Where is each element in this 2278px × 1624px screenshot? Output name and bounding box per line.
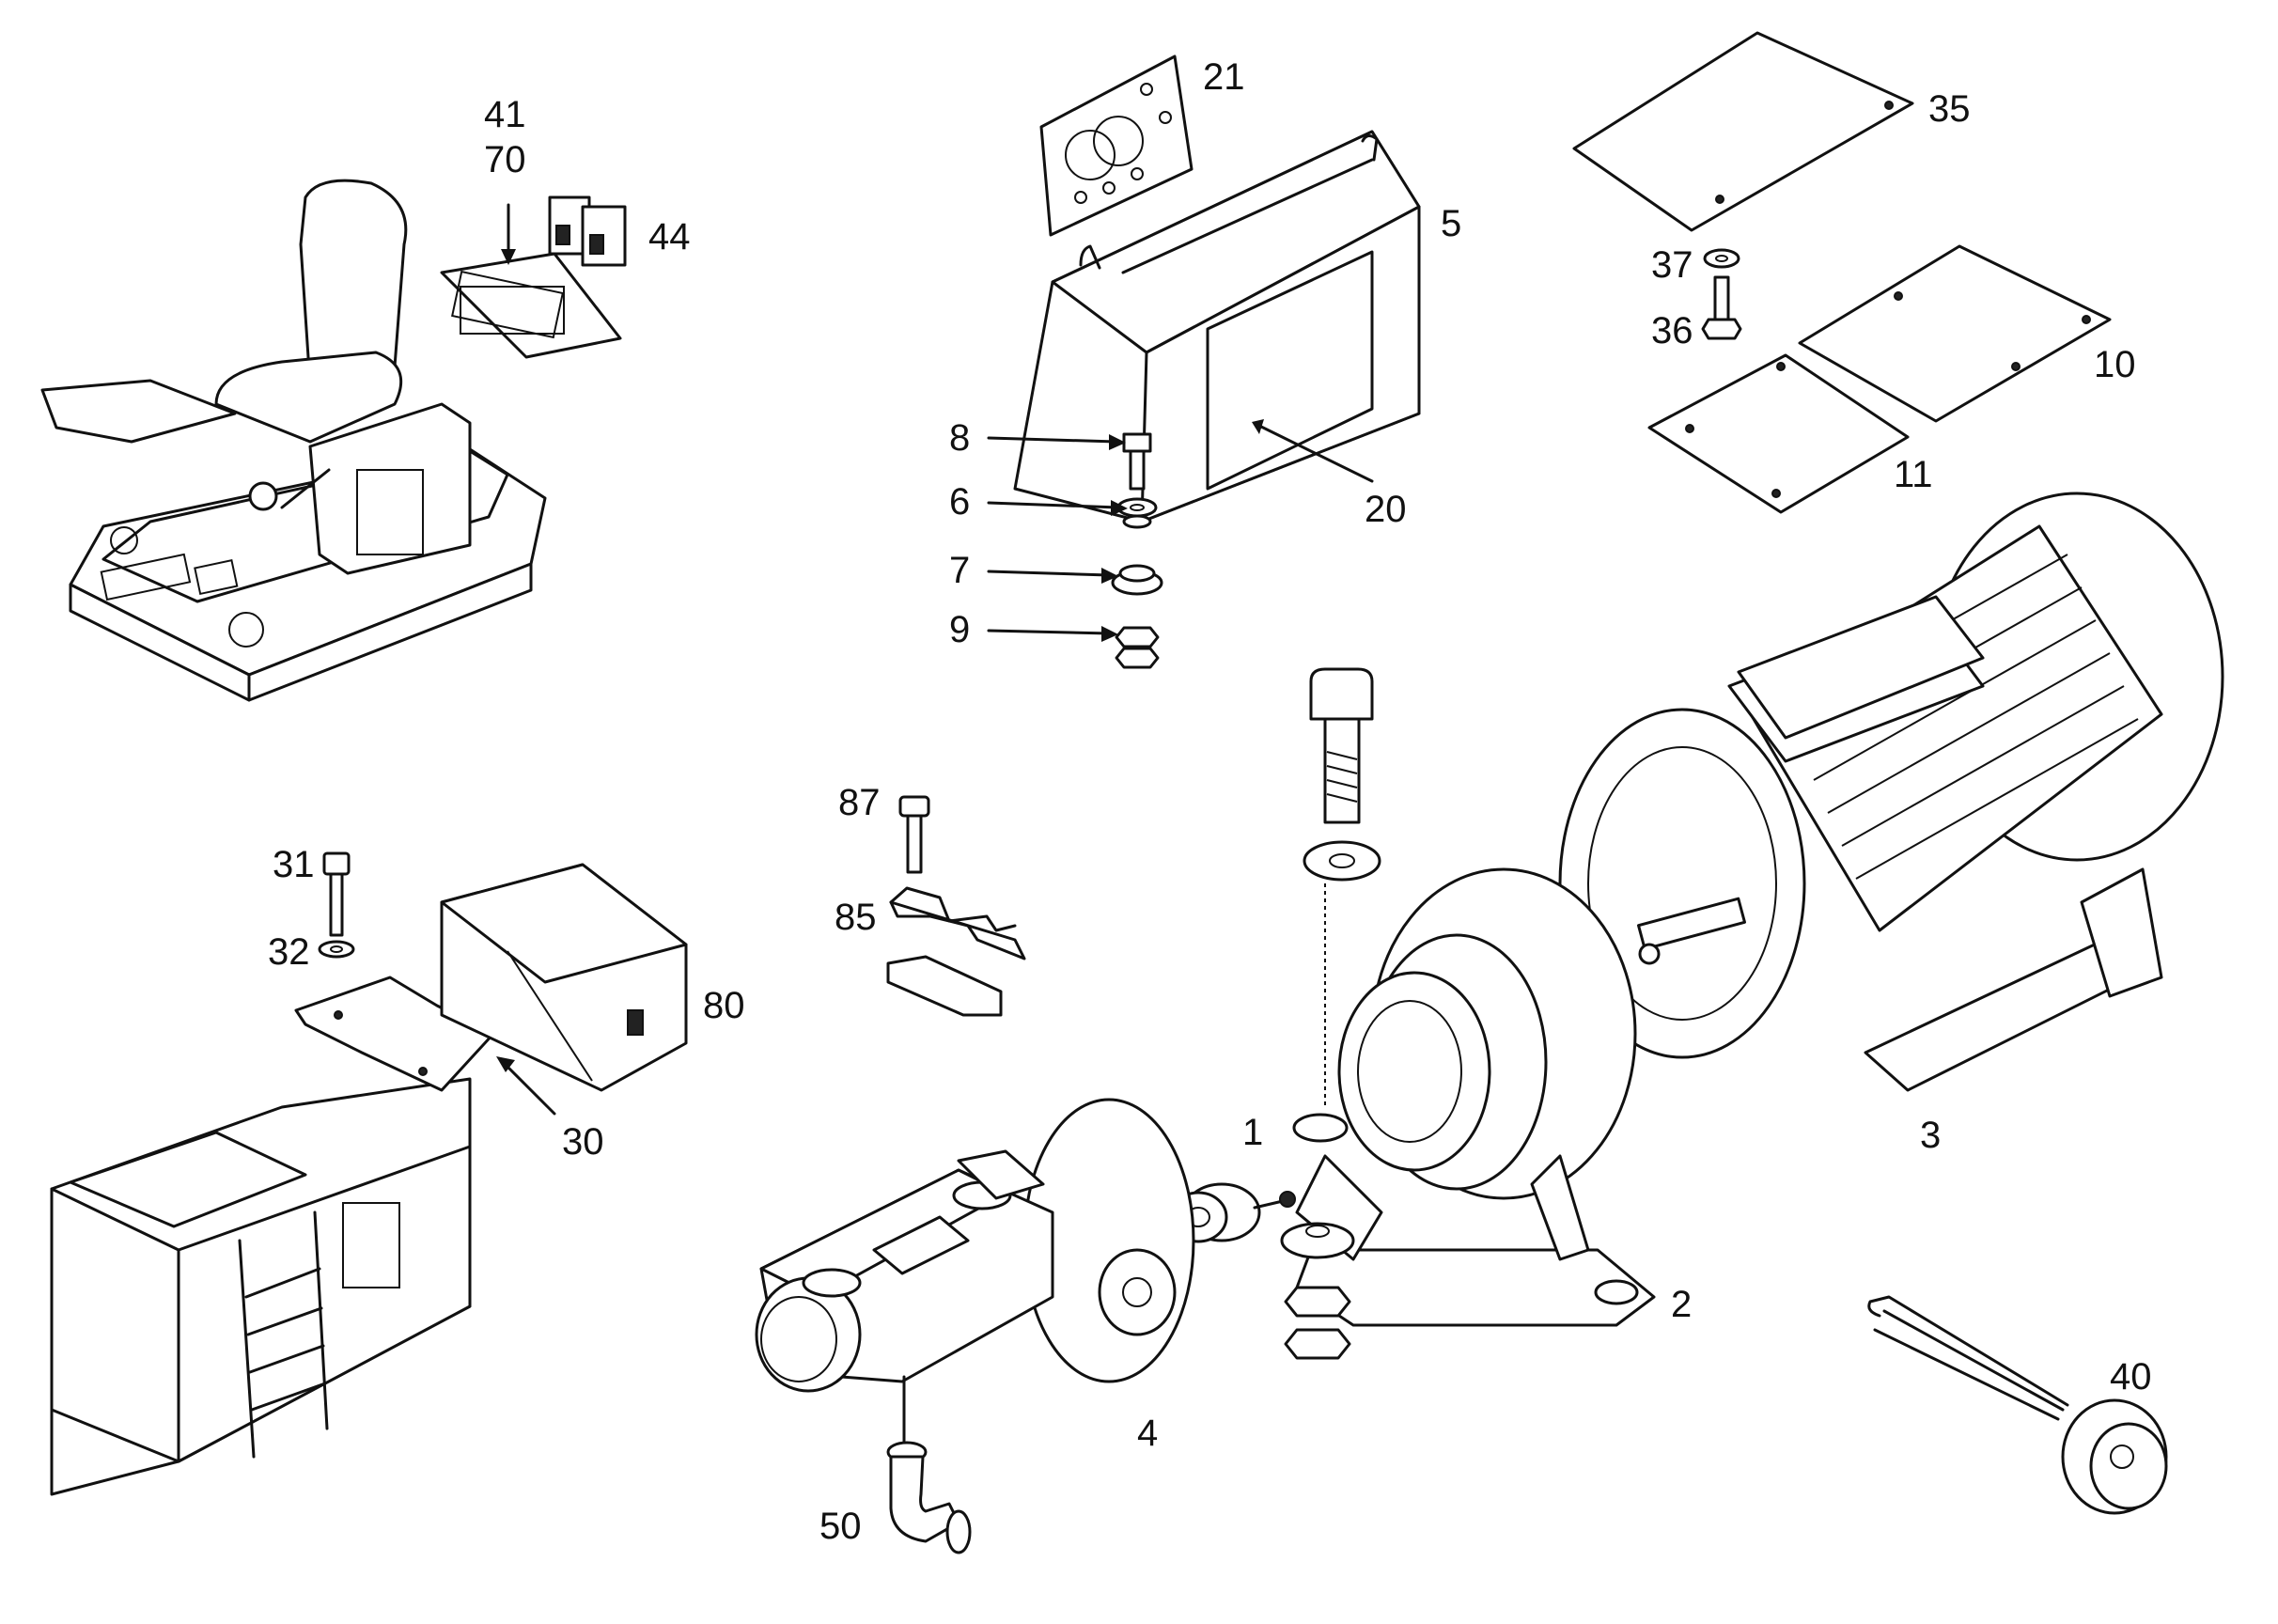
callout-7: 7 xyxy=(949,550,971,591)
leader-41-70-arrowhead xyxy=(501,249,516,265)
callout-2: 2 xyxy=(1671,1284,1693,1325)
operator-console-assembly xyxy=(40,179,622,702)
elbow-fitting-50 xyxy=(886,1441,972,1554)
tank-frame-assembly xyxy=(50,976,495,1496)
callout-9: 9 xyxy=(949,609,971,650)
electric-motor-3 xyxy=(1558,492,2224,1092)
bracket-85-bolt-87 xyxy=(886,795,1026,1017)
bolt-36-washer-37 xyxy=(1701,248,1742,340)
callout-44: 44 xyxy=(648,216,691,258)
leaders-6-7-8-9 xyxy=(987,419,1374,642)
callout-1: 1 xyxy=(1242,1112,1264,1153)
motor-cover-5 xyxy=(1013,130,1421,523)
leader-30 xyxy=(501,1060,556,1116)
bell-housing-2 xyxy=(1295,867,1656,1327)
coupling-1 xyxy=(1168,1182,1296,1243)
bolt-31-washer-32 xyxy=(318,851,355,959)
callout-87: 87 xyxy=(838,782,881,823)
callout-80: 80 xyxy=(703,985,745,1026)
callout-50: 50 xyxy=(819,1506,862,1547)
callout-11: 11 xyxy=(1894,454,1933,495)
callout-10: 10 xyxy=(2094,344,2136,385)
callout-30: 30 xyxy=(562,1121,604,1163)
gasket-plate-21 xyxy=(1039,55,1194,237)
callout-8: 8 xyxy=(949,417,971,459)
callout-31: 31 xyxy=(273,844,315,885)
callout-4: 4 xyxy=(1137,1413,1159,1454)
cover-plate-11 xyxy=(1647,353,1910,514)
pedestal-bolt-stack xyxy=(1280,667,1381,1360)
heater-element-40 xyxy=(1867,1295,2168,1515)
fastener-stack-6-7-8-9 xyxy=(1111,432,1163,669)
electrical-cabinet-80 xyxy=(440,863,688,1092)
callout-6: 6 xyxy=(949,481,971,523)
callout-32: 32 xyxy=(268,931,310,973)
cover-plate-10 xyxy=(1798,244,2112,423)
cover-plate-35 xyxy=(1572,31,1914,232)
callout-37: 37 xyxy=(1651,244,1693,286)
callout-70: 70 xyxy=(484,139,526,180)
leader-30-arrowhead xyxy=(496,1056,515,1072)
callout-41: 41 xyxy=(484,94,526,135)
callout-40: 40 xyxy=(2110,1356,2152,1398)
relay-pair-44 xyxy=(548,195,627,267)
callout-85: 85 xyxy=(835,897,877,938)
callout-3: 3 xyxy=(1920,1115,1942,1156)
callout-5: 5 xyxy=(1441,203,1462,244)
callout-20: 20 xyxy=(1365,489,1407,530)
hydraulic-pump-4 xyxy=(755,1098,1195,1449)
callout-36: 36 xyxy=(1651,310,1693,351)
callout-35: 35 xyxy=(1928,88,1971,130)
callout-21: 21 xyxy=(1203,56,1245,98)
